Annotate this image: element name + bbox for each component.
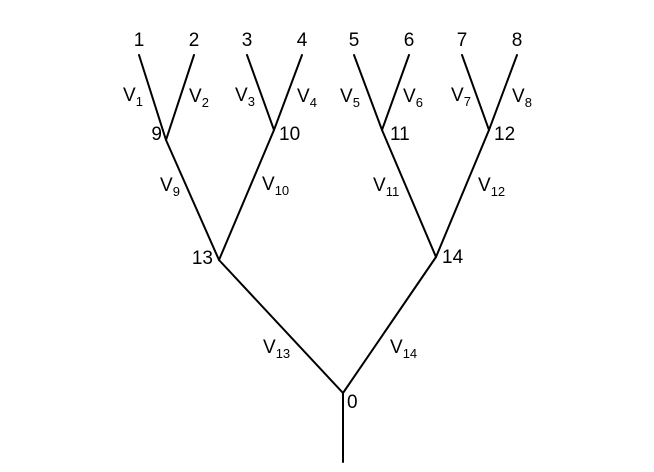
edge-7-12 — [461, 54, 490, 131]
node-label-3: 3 — [242, 30, 253, 51]
edge-8-12 — [488, 54, 518, 131]
edge-12-14 — [435, 129, 490, 258]
edge-5-11 — [353, 54, 383, 131]
edge-11-14 — [381, 129, 437, 258]
edge-10-13 — [218, 129, 275, 261]
edge-label-v13: V13 — [263, 337, 290, 361]
edge-label-v1: V1 — [123, 85, 143, 109]
node-label-6: 6 — [404, 30, 415, 51]
edge-9-13 — [165, 139, 220, 261]
edge-label-v6: V6 — [403, 86, 423, 110]
node-label-1: 1 — [134, 30, 145, 51]
edges-layer — [138, 54, 518, 463]
node-label-5: 5 — [349, 30, 360, 51]
edge-14-0 — [342, 256, 437, 394]
edge-4-10 — [273, 54, 303, 131]
node-label-13: 13 — [192, 248, 213, 269]
edge-6-11 — [381, 54, 410, 131]
node-label-10: 10 — [279, 124, 300, 145]
edge-label-v5: V5 — [340, 86, 360, 110]
edge-label-v3: V3 — [235, 85, 255, 109]
node-label-4: 4 — [297, 30, 308, 51]
edge-label-v12: V12 — [478, 175, 505, 199]
node-label-14: 14 — [442, 247, 464, 268]
edge-3-10 — [246, 54, 275, 131]
edge-label-v11: V11 — [373, 175, 399, 199]
node-label-12: 12 — [494, 124, 515, 145]
edge-label-v8: V8 — [512, 86, 532, 110]
edge-label-v4: V4 — [297, 86, 317, 110]
edge-2-9 — [165, 54, 195, 141]
node-label-7: 7 — [457, 30, 468, 51]
node-label-11: 11 — [390, 124, 410, 145]
node-label-2: 2 — [189, 30, 200, 51]
edge-1-9 — [138, 54, 167, 141]
node-label-9: 9 — [151, 124, 162, 145]
edge-13-0 — [218, 259, 344, 394]
node-label-8: 8 — [512, 30, 523, 51]
edge-label-v9: V9 — [160, 175, 180, 199]
edge-label-v10: V10 — [262, 174, 289, 198]
edge-label-v7: V7 — [451, 85, 471, 109]
node-label-0: 0 — [347, 392, 358, 413]
edge-label-v14: V14 — [390, 337, 417, 361]
edge-label-v2: V2 — [189, 86, 209, 110]
